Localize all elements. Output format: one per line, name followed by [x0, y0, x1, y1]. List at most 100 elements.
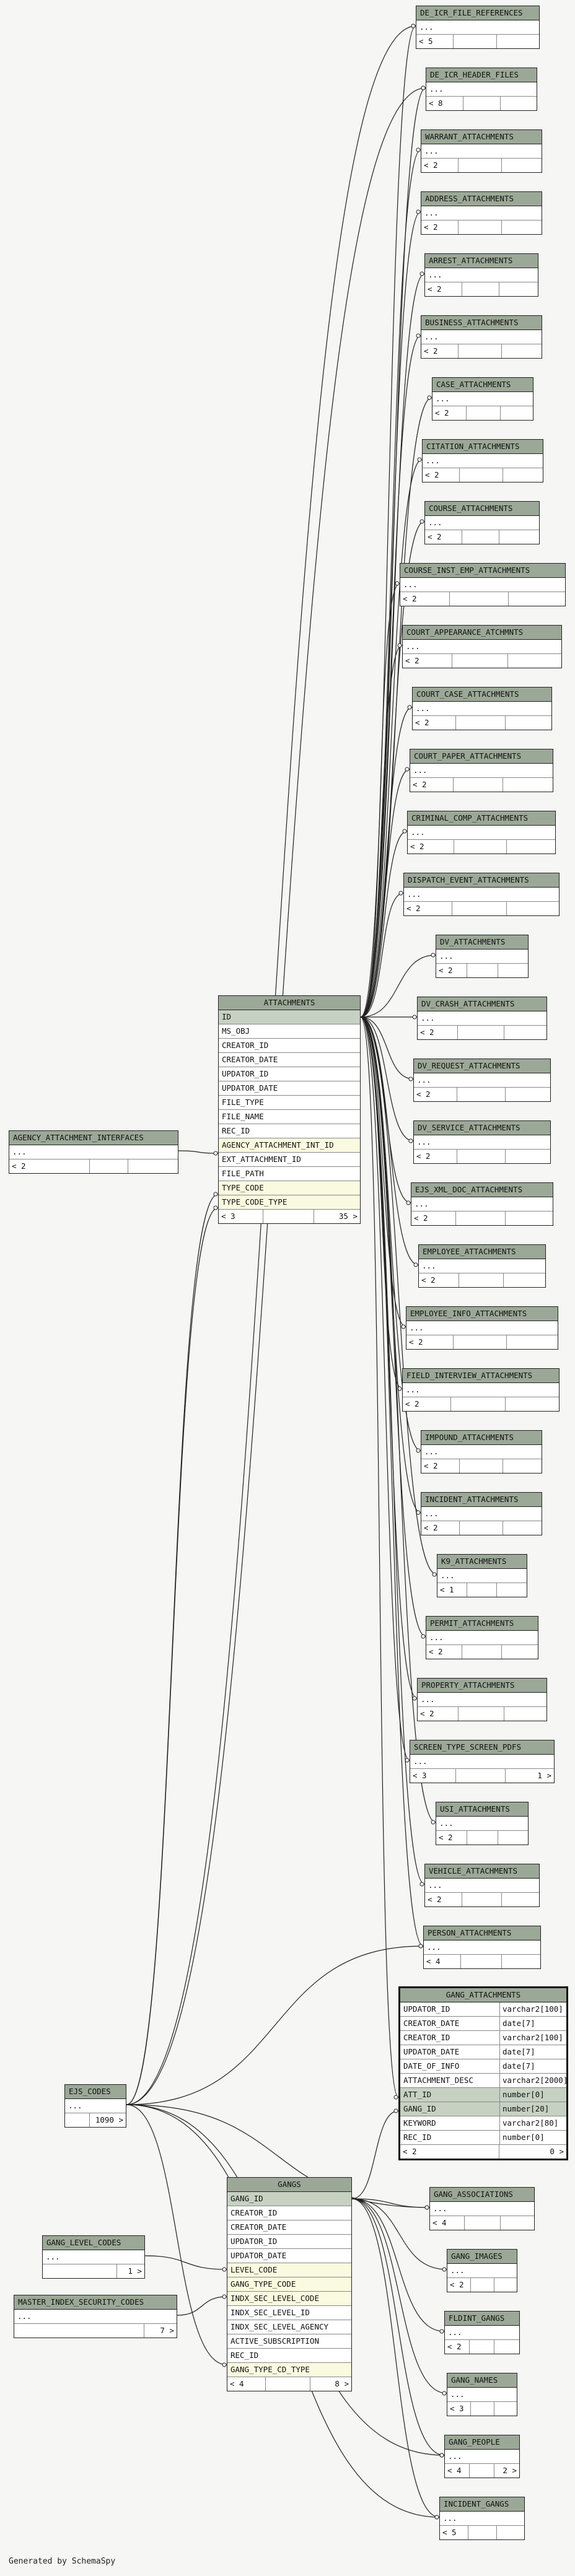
- table-criminal-comp-attachments[interactable]: CRIMINAL_COMP_ATTACHMENTS ... < 2: [407, 811, 556, 854]
- table-name: DV_REQUEST_ATTACHMENTS: [414, 1059, 550, 1073]
- parent-count: [504, 1026, 546, 1039]
- table-arrest-attachments[interactable]: ARREST_ATTACHMENTS ... < 2: [424, 253, 538, 297]
- table-case-attachments[interactable]: CASE_ATTACHMENTS ... < 2: [432, 377, 533, 421]
- table-dv-crash-attachments[interactable]: DV_CRASH_ATTACHMENTS ... < 2: [417, 997, 547, 1040]
- ejs-codes-link-line: [126, 1194, 219, 2105]
- table-course-attachments[interactable]: COURSE_ATTACHMENTS ... < 2: [424, 501, 540, 544]
- table-ejs-codes[interactable]: EJS_CODES ... 1090 >: [64, 2084, 126, 2128]
- column-row: GANG_TYPE_CD_TYPE: [227, 2363, 351, 2377]
- table-impound-attachments[interactable]: IMPOUND_ATTACHMENTS ... < 2: [421, 1430, 542, 1474]
- relationship-endpoint: [442, 2267, 447, 2272]
- table-name: EMPLOYEE_ATTACHMENTS: [419, 1245, 545, 1259]
- table-gang-people[interactable]: GANG_PEOPLE ... < 4 2 >: [444, 2435, 520, 2478]
- table-incident-gangs[interactable]: INCIDENT_GANGS ... < 5: [439, 2497, 525, 2540]
- table-fldint-gangs[interactable]: FLDINT_GANGS ... < 2: [444, 2311, 520, 2354]
- table-dispatch-event-attachments[interactable]: DISPATCH_EVENT_ATTACHMENTS ... < 2: [403, 873, 560, 916]
- table-business-attachments[interactable]: BUSINESS_ATTACHMENTS ... < 2: [421, 315, 542, 359]
- column-row: LEVEL_CODE: [227, 2263, 351, 2277]
- table-columns-ellipsis: ...: [440, 2512, 524, 2526]
- table-ejs-xml-doc-attachments[interactable]: EJS_XML_DOC_ATTACHMENTS ... < 2: [411, 1182, 553, 1226]
- table-de-icr-file-references[interactable]: DE_ICR_FILE_REFERENCES ... < 5: [416, 6, 540, 49]
- table-dv-attachments[interactable]: DV_ATTACHMENTS ... < 2: [436, 935, 529, 978]
- child-count: [14, 2324, 144, 2338]
- attachment-link-line: [360, 645, 403, 1018]
- table-vehicle-attachments[interactable]: VEHICLE_ATTACHMENTS ... < 2: [424, 1864, 540, 1907]
- table-property-attachments[interactable]: PROPERTY_ATTACHMENTS ... < 2: [417, 1678, 547, 1721]
- table-dv-request-attachments[interactable]: DV_REQUEST_ATTACHMENTS ... < 2: [413, 1059, 551, 1102]
- column-name: AGENCY_ATTACHMENT_INT_ID: [222, 1140, 334, 1150]
- table-k9-attachments[interactable]: K9_ATTACHMENTS ... < 1: [437, 1554, 527, 1597]
- table-columns-ellipsis: ...: [424, 1941, 540, 1955]
- table-court-appearance-atchmnts[interactable]: COURT_APPEARANCE_ATCHMNTS ... < 2: [402, 625, 562, 668]
- table-name: CASE_ATTACHMENTS: [432, 378, 533, 392]
- table-incident-attachments[interactable]: INCIDENT_ATTACHMENTS ... < 2: [421, 1492, 542, 1535]
- table-footer: < 2: [426, 1645, 538, 1659]
- table-court-case-attachments[interactable]: COURT_CASE_ATTACHMENTS ... < 2: [412, 687, 552, 730]
- table-gang-level-codes[interactable]: GANG_LEVEL_CODES ... 1 >: [42, 2235, 145, 2279]
- row-count: [266, 2377, 310, 2391]
- parent-count: [507, 1335, 558, 1349]
- table-field-interview-attachments[interactable]: FIELD_INTERVIEW_ATTACHMENTS ... < 2: [402, 1368, 560, 1412]
- table-name: GANG_ATTACHMENTS: [400, 1988, 566, 2002]
- table-address-attachments[interactable]: ADDRESS_ATTACHMENTS ... < 2: [421, 191, 542, 235]
- table-agency-attachment-interfaces[interactable]: AGENCY_ATTACHMENT_INTERFACES ... < 2: [9, 1130, 178, 1174]
- table-dv-service-attachments[interactable]: DV_SERVICE_ATTACHMENTS ... < 2: [413, 1120, 551, 1164]
- relationship-endpoint: [416, 333, 421, 338]
- column-name: TYPE_CODE: [222, 1183, 264, 1192]
- table-columns-ellipsis: ...: [445, 2450, 519, 2464]
- table-name: EJS_CODES: [65, 2085, 126, 2099]
- row-count: [463, 97, 501, 110]
- table-gang-images[interactable]: GANG_IMAGES ... < 2: [447, 2249, 517, 2292]
- generated-by-note: Generated by SchemaSpy: [9, 2557, 116, 2566]
- table-columns-ellipsis: ...: [9, 1145, 178, 1159]
- table-warrant-attachments[interactable]: WARRANT_ATTACHMENTS ... < 2: [421, 129, 542, 173]
- table-name: GANG_PEOPLE: [445, 2435, 519, 2450]
- security-code-link-line: [177, 2296, 227, 2316]
- relationship-endpoint: [408, 1076, 413, 1081]
- table-employee-attachments[interactable]: EMPLOYEE_ATTACHMENTS ... < 2: [418, 1244, 546, 1288]
- table-course-inst-emp-attachments[interactable]: COURSE_INST_EMP_ATTACHMENTS ... < 2: [400, 563, 566, 606]
- column-name: TYPE_CODE_TYPE: [222, 1197, 288, 1207]
- row-count: [468, 2526, 497, 2539]
- attachment-link-line: [360, 1016, 403, 1389]
- table-footer: < 2: [418, 1707, 546, 1721]
- table-name: DV_SERVICE_ATTACHMENTS: [414, 1121, 550, 1135]
- table-master-index-security-codes[interactable]: MASTER_INDEX_SECURITY_CODES ... 7 >: [14, 2295, 177, 2338]
- relationship-endpoint: [222, 2267, 227, 2272]
- attachment-link-line: [360, 583, 400, 1018]
- child-count: < 2: [421, 344, 459, 358]
- table-court-paper-attachments[interactable]: COURT_PAPER_ATTACHMENTS ... < 2: [410, 749, 553, 792]
- table-gang-names[interactable]: GANG_NAMES ... < 3: [447, 2373, 517, 2416]
- table-footer: < 2: [421, 1521, 542, 1535]
- table-columns-ellipsis: ...: [411, 1197, 553, 1212]
- table-employee-info-attachments[interactable]: EMPLOYEE_INFO_ATTACHMENTS ... < 2: [406, 1306, 558, 1350]
- table-footer: < 2: [436, 964, 528, 977]
- table-name: GANG_LEVEL_CODES: [43, 2236, 144, 2250]
- attachment-link-line: [360, 893, 404, 1018]
- table-screen-type-screen-pdfs[interactable]: SCREEN_TYPE_SCREEN_PDFS ... < 3 1 >: [410, 1740, 555, 1783]
- table-name: AGENCY_ATTACHMENT_INTERFACES: [9, 1131, 178, 1145]
- table-footer: < 2: [404, 902, 559, 915]
- child-count: < 2: [432, 406, 467, 420]
- row-count: [462, 1645, 502, 1659]
- column-name: KEYWORD: [403, 2118, 436, 2128]
- table-name: MASTER_INDEX_SECURITY_CODES: [14, 2295, 177, 2310]
- relationship-endpoint: [419, 1882, 424, 1887]
- table-person-attachments[interactable]: PERSON_ATTACHMENTS ... < 4: [423, 1926, 541, 1969]
- table-de-icr-header-files[interactable]: DE_ICR_HEADER_FILES ... < 8: [426, 68, 537, 111]
- table-usi-attachments[interactable]: USI_ATTACHMENTS ... < 2: [436, 1802, 529, 1845]
- table-citation-attachments[interactable]: CITATION_ATTACHMENTS ... < 2: [422, 439, 543, 482]
- column-name: UPDATOR_DATE: [403, 2047, 460, 2056]
- column-row: TYPE_CODE: [219, 1181, 360, 1195]
- relationship-endpoint: [421, 1634, 426, 1639]
- table-name: PROPERTY_ATTACHMENTS: [418, 1679, 546, 1693]
- relationship-endpoint: [213, 1192, 218, 1197]
- table-permit-attachments[interactable]: PERMIT_ATTACHMENTS ... < 2: [426, 1616, 538, 1659]
- parent-count: [503, 1521, 542, 1535]
- relationship-endpoint: [421, 85, 426, 90]
- table-gang-associations[interactable]: GANG_ASSOCIATIONS ... < 4: [429, 2187, 535, 2230]
- column-name: UPDATOR_DATE: [230, 2251, 287, 2260]
